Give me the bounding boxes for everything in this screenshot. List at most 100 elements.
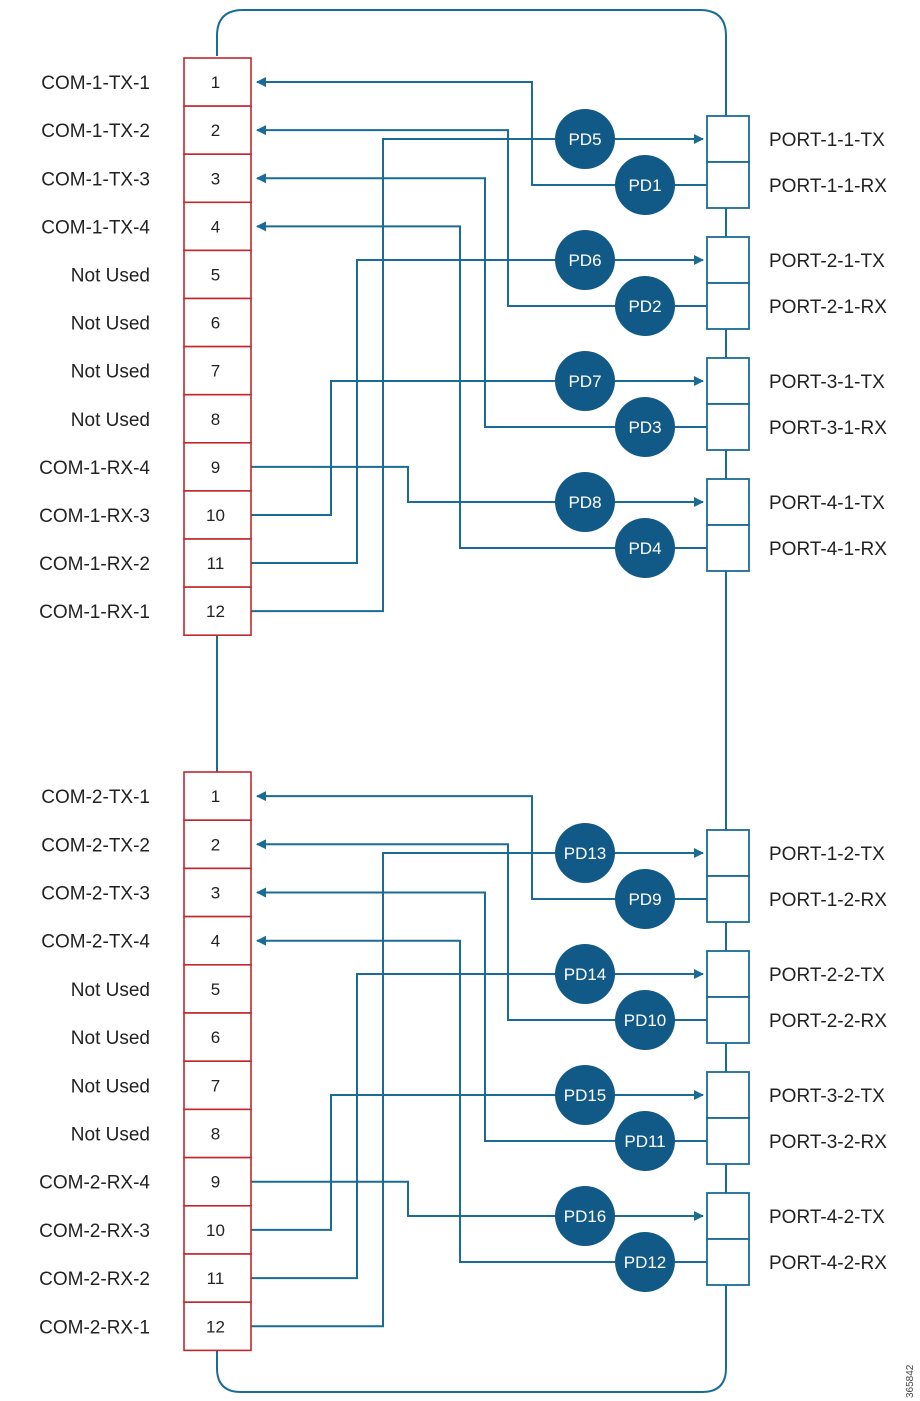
- tx-photodiode-label: PD5: [568, 130, 601, 149]
- module-enclosure: [216, 9, 727, 1393]
- com-port-number: 2: [211, 121, 220, 140]
- com-port-box: [183, 201, 252, 252]
- tx-photodiode-label: PD7: [568, 372, 601, 391]
- tx-photodiode-label: PD15: [564, 1086, 607, 1105]
- com-port-label: Not Used: [71, 362, 150, 383]
- com-port-label: COM-2-RX-4: [39, 1173, 150, 1194]
- port-rx-box: [706, 403, 750, 451]
- tx-photodiode-label: PD16: [564, 1207, 607, 1226]
- tx-fiber-trace: [251, 1180, 704, 1221]
- tx-photodiode: [555, 351, 615, 411]
- port-rx-box: [706, 524, 750, 572]
- tx-fiber-trace: [251, 255, 704, 565]
- com-port-number: 7: [211, 362, 220, 381]
- port-label: PORT-3-2-RX: [769, 1132, 887, 1153]
- tx-fiber-trace: [251, 376, 704, 516]
- com-port-number: 9: [211, 1173, 220, 1192]
- com-port-number: 8: [211, 410, 220, 429]
- rx-photodiode-label: PD4: [628, 539, 661, 558]
- port-label: PORT-1-1-RX: [769, 176, 887, 197]
- tx-photodiode-label: PD6: [568, 251, 601, 270]
- tx-photodiode-label: PD13: [564, 844, 607, 863]
- tx-photodiode: [555, 472, 615, 532]
- port-label: PORT-3-1-TX: [769, 372, 885, 393]
- com-port-number: 11: [207, 554, 225, 573]
- tx-fiber-trace: [251, 969, 704, 1280]
- port-tx-box: [706, 236, 750, 284]
- com-port-label: Not Used: [71, 1125, 150, 1146]
- com-port-label: COM-1-TX-3: [41, 169, 150, 190]
- com-port-box: [183, 771, 252, 822]
- port-label: PORT-1-2-RX: [769, 890, 887, 911]
- com-port-label: COM-2-RX-1: [39, 1317, 150, 1338]
- rx-photodiode: [615, 276, 675, 336]
- connector-boxes: [183, 57, 750, 1352]
- com-port-label: Not Used: [71, 410, 150, 431]
- com-port-label: COM-2-RX-3: [39, 1221, 150, 1242]
- port-label: PORT-1-2-TX: [769, 844, 885, 865]
- rx-photodiode: [615, 155, 675, 215]
- com-port-box: [183, 105, 252, 155]
- rx-fiber-trace: [256, 173, 707, 428]
- com-port-box: [183, 1060, 252, 1111]
- port-label: PORT-2-1-TX: [769, 251, 885, 272]
- com-port-label: Not Used: [71, 1028, 150, 1049]
- tx-photodiode: [555, 1186, 615, 1246]
- com-port-box: [183, 297, 252, 348]
- port-tx-box: [706, 829, 750, 877]
- com-port-label: COM-2-RX-2: [39, 1269, 150, 1290]
- rx-photodiode: [615, 1111, 675, 1171]
- port-label: PORT-2-1-RX: [769, 297, 887, 318]
- com-port-number: 9: [211, 458, 220, 477]
- port-tx-box: [706, 357, 750, 405]
- rx-fiber-trace: [256, 125, 707, 307]
- com-port-number: 10: [206, 506, 225, 525]
- com-port-label: COM-1-TX-4: [41, 217, 150, 238]
- tx-photodiode: [555, 109, 615, 169]
- com-port-number: 12: [206, 602, 225, 621]
- rx-photodiode-label: PD10: [624, 1011, 667, 1030]
- tx-photodiode-label: PD14: [564, 965, 607, 984]
- tx-fiber-trace: [251, 134, 704, 613]
- tx-photodiode: [555, 823, 615, 883]
- com-port-number: 6: [211, 314, 220, 333]
- rx-photodiode-label: PD11: [624, 1132, 665, 1151]
- com-port-label: Not Used: [71, 1076, 150, 1097]
- rx-photodiode-label: PD9: [628, 890, 661, 909]
- com-port-label: COM-1-RX-2: [39, 554, 150, 575]
- port-label: PORT-4-2-TX: [769, 1207, 885, 1228]
- port-tx-box: [706, 950, 750, 998]
- com-port-box: [183, 345, 252, 396]
- com-port-label: Not Used: [71, 314, 150, 335]
- tx-fiber-trace: [251, 1090, 704, 1231]
- port-rx-box: [706, 996, 750, 1044]
- tx-photodiode: [555, 944, 615, 1004]
- com-port-box: [183, 1301, 252, 1352]
- com-port-box: [183, 490, 252, 540]
- com-port-number: 5: [211, 265, 220, 284]
- com-port-box: [183, 441, 252, 492]
- com-port-number: 7: [211, 1076, 220, 1095]
- port-label: PORT-3-1-RX: [769, 418, 887, 439]
- enclosure-outline: [216, 9, 727, 1393]
- com-port-label: COM-2-TX-3: [41, 884, 150, 905]
- com-port-number: 6: [211, 1028, 220, 1047]
- com-port-label: COM-1-TX-2: [41, 121, 150, 142]
- port-label: PORT-4-1-RX: [769, 539, 887, 560]
- com-port-box: [183, 153, 252, 204]
- rx-photodiode: [615, 869, 675, 929]
- figure-id: 365842: [905, 1364, 916, 1398]
- rx-fiber-trace: [256, 221, 707, 549]
- rx-photodiode: [615, 1232, 675, 1292]
- com-port-number: 10: [206, 1221, 225, 1240]
- rx-photodiode: [615, 990, 675, 1050]
- com-port-number: 4: [211, 932, 220, 951]
- rx-photodiode-label: PD3: [628, 418, 661, 437]
- port-tx-box: [706, 478, 750, 526]
- rx-photodiode: [615, 397, 675, 457]
- rx-fiber-trace: [256, 935, 707, 1263]
- port-label: PORT-4-1-TX: [769, 493, 885, 514]
- com-port-number: 8: [211, 1125, 220, 1144]
- com-port-label: COM-2-TX-4: [41, 932, 150, 953]
- com-port-number: 1: [211, 787, 220, 806]
